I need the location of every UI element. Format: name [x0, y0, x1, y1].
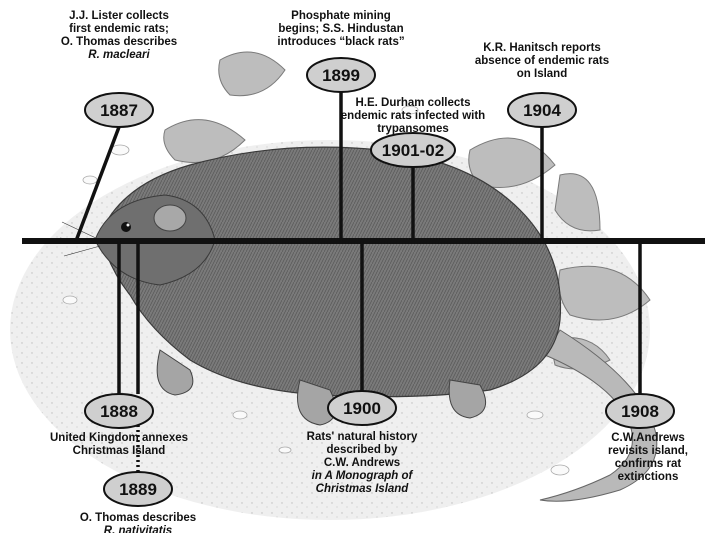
year-label-1908: 1908: [621, 402, 659, 421]
leaf-1: [219, 52, 285, 96]
year-label-1904: 1904: [523, 101, 561, 120]
event-description-1887: J.J. Lister collectsfirst endemic rats;O…: [61, 10, 177, 62]
event-description-line: on Island: [475, 68, 609, 81]
event-description-1900: Rats' natural historydescribed byC.W. An…: [307, 431, 418, 496]
event-description-line: O. Thomas describes: [61, 36, 177, 49]
year-label-1900: 1900: [343, 399, 381, 418]
event-description-1888: United Kingdom annexesChristmas Island: [50, 432, 188, 458]
event-description-line: endemic rats infected with: [341, 110, 485, 123]
event-description-line: C.W. Andrews: [307, 457, 418, 470]
rat-ear: [154, 205, 186, 231]
event-description-line: United Kingdom annexes: [50, 432, 188, 445]
event-description-line: revisits island,: [608, 445, 688, 458]
event-description-line: R. macleari: [61, 49, 177, 62]
event-description-line: extinctions: [608, 471, 688, 484]
event-description-1904: K.R. Hanitsch reportsabsence of endemic …: [475, 42, 609, 81]
year-label-1889: 1889: [119, 480, 157, 499]
event-description-line: J.J. Lister collects: [61, 10, 177, 23]
event-description-line: confirms rat: [608, 458, 688, 471]
event-description-line: H.E. Durham collects: [341, 97, 485, 110]
year-label-1901-02: 1901-02: [382, 141, 444, 160]
event-description-line: in A Monograph of: [307, 470, 418, 483]
event-description-1908: C.W.Andrewsrevisits island,confirms rate…: [608, 432, 688, 484]
event-description-1889: O. Thomas describesR. nativitatis: [80, 512, 196, 533]
event-description-line: Christmas Island: [307, 483, 418, 496]
event-description-line: Christmas Island: [50, 445, 188, 458]
rat-eye: [121, 222, 131, 232]
event-description-1899: Phosphate miningbegins; S.S. Hindustanin…: [277, 10, 404, 49]
event-description-line: K.R. Hanitsch reports: [475, 42, 609, 55]
event-description-line: begins; S.S. Hindustan: [277, 23, 404, 36]
event-description-line: Phosphate mining: [277, 10, 404, 23]
event-description-line: O. Thomas describes: [80, 512, 196, 525]
event-description-line: Rats' natural history: [307, 431, 418, 444]
year-label-1888: 1888: [100, 402, 138, 421]
year-label-1899: 1899: [322, 66, 360, 85]
event-description-line: C.W.Andrews: [608, 432, 688, 445]
event-description-line: introduces “black rats”: [277, 36, 404, 49]
event-description-line: described by: [307, 444, 418, 457]
event-description-line: first endemic rats;: [61, 23, 177, 36]
event-description-1901-02: H.E. Durham collectsendemic rats infecte…: [341, 97, 485, 136]
event-description-line: absence of endemic rats: [475, 55, 609, 68]
event-description-line: R. nativitatis: [80, 525, 196, 533]
event-description-line: trypansomes: [341, 123, 485, 136]
year-label-1887: 1887: [100, 101, 138, 120]
